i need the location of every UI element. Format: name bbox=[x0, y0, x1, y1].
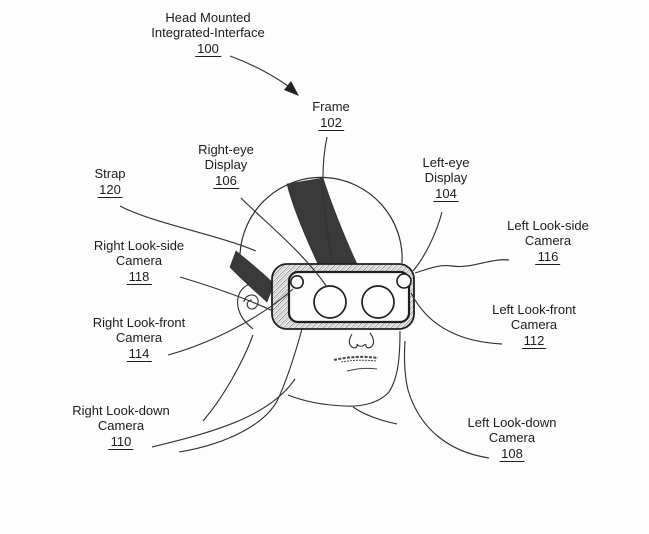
label-frame: Frame 102 bbox=[312, 99, 350, 131]
ref-116: 116 bbox=[535, 249, 561, 265]
ref-102: 102 bbox=[318, 115, 344, 131]
mouth bbox=[333, 355, 379, 372]
label-line: Camera bbox=[510, 317, 558, 332]
ref-112: 112 bbox=[521, 333, 547, 349]
label-line: Camera bbox=[115, 330, 163, 345]
label-line: Integrated-Interface bbox=[151, 25, 265, 40]
label-left-look-side-camera: Left Look-side Camera 116 bbox=[507, 218, 589, 265]
leader-102 bbox=[322, 136, 334, 264]
label-head-mounted-integrated-interface: Head Mounted Integrated-Interface 100 bbox=[151, 10, 265, 57]
ref-108: 108 bbox=[499, 446, 525, 462]
label-line: Right Look-front bbox=[92, 315, 186, 330]
cheek-left-neck bbox=[178, 328, 303, 453]
label-line: Camera bbox=[488, 430, 536, 445]
label-right-look-front-camera: Right Look-front Camera 114 bbox=[92, 315, 186, 362]
label-strap: Strap 120 bbox=[94, 166, 126, 198]
label-left-look-front-camera: Left Look-front Camera 112 bbox=[492, 302, 576, 349]
leader-112 bbox=[410, 292, 503, 345]
label-line: Left Look-side bbox=[507, 218, 589, 233]
left-eye-lens-circle bbox=[361, 285, 395, 319]
leader-108 bbox=[403, 340, 490, 459]
label-line: Frame bbox=[312, 99, 350, 114]
leader-lines bbox=[119, 55, 510, 459]
label-line: Display bbox=[424, 170, 468, 185]
leader-118 bbox=[179, 276, 274, 312]
hair-left bbox=[202, 334, 254, 422]
left-look-front-camera-circle bbox=[396, 273, 412, 289]
leader-100 bbox=[229, 55, 293, 90]
label-right-look-side-camera: Right Look-side Camera 118 bbox=[94, 238, 184, 285]
label-line: Right Look-side bbox=[93, 238, 185, 253]
label-line: Right-eye bbox=[198, 142, 254, 157]
label-line: Left Look-down bbox=[467, 415, 557, 430]
label-line: Right Look-down bbox=[72, 403, 170, 418]
ref-110: 110 bbox=[108, 434, 134, 450]
label-right-eye-display: Right-eye Display 106 bbox=[198, 142, 254, 189]
ref-114: 114 bbox=[126, 346, 152, 362]
ref-118: 118 bbox=[126, 269, 152, 285]
ref-120: 120 bbox=[97, 182, 123, 198]
right-look-front-camera-circle bbox=[289, 274, 304, 289]
leader-104 bbox=[412, 211, 443, 272]
leader-116 bbox=[414, 259, 510, 274]
leader-100-arrowhead bbox=[284, 81, 299, 96]
face-lines bbox=[178, 328, 401, 453]
label-line: Strap bbox=[94, 166, 126, 181]
label-line: Left Look-front bbox=[492, 302, 576, 317]
face-right-chin bbox=[287, 330, 401, 407]
label-line: Camera bbox=[524, 233, 572, 248]
ref-100: 100 bbox=[195, 41, 221, 57]
label-line: Camera bbox=[115, 253, 163, 268]
leader-110 bbox=[151, 378, 296, 448]
label-left-look-down-camera: Left Look-down Camera 108 bbox=[467, 415, 557, 462]
leader-114 bbox=[167, 288, 294, 356]
label-right-look-down-camera: Right Look-down Camera 110 bbox=[72, 403, 170, 450]
ref-104: 104 bbox=[433, 186, 459, 202]
label-line: Head Mounted bbox=[165, 10, 251, 25]
label-line: Camera bbox=[97, 418, 145, 433]
leader-120 bbox=[119, 205, 257, 252]
head-strap-side bbox=[229, 250, 275, 303]
label-left-eye-display: Left-eye Display 104 bbox=[422, 155, 470, 202]
head-outline bbox=[239, 176, 403, 264]
ref-106: 106 bbox=[213, 173, 239, 189]
right-eye-lens-circle bbox=[313, 285, 347, 319]
label-line: Display bbox=[204, 157, 248, 172]
nose bbox=[348, 332, 375, 349]
leader-106 bbox=[240, 197, 328, 288]
lower-lip bbox=[346, 367, 378, 372]
label-line: Left-eye bbox=[422, 155, 470, 170]
ear bbox=[237, 283, 259, 330]
chin-neck-right bbox=[352, 406, 398, 425]
